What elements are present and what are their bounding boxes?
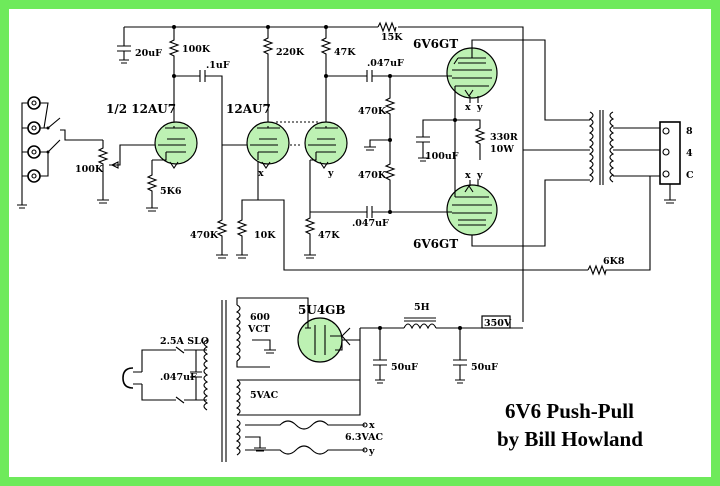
label-470k-grid: 470K: [190, 230, 219, 241]
heater-x-supply: x: [369, 420, 375, 431]
label-fuse: 2.5A SLO: [160, 336, 209, 347]
resistor-47k-top: [320, 27, 332, 126]
resistor-10k: [236, 150, 259, 259]
label-6k8: 6K8: [603, 256, 625, 267]
label-10k: 10K: [254, 230, 276, 241]
input-jacks: [17, 96, 49, 209]
b-plus-supply-line: [342, 327, 523, 341]
heater-x-bottom: x: [465, 170, 471, 181]
label-047uf-primary: .047uF: [160, 372, 197, 383]
capacitor-50uf-b: [453, 328, 467, 384]
choke-5h: [403, 317, 437, 330]
heater-y-12au7: y: [327, 168, 334, 179]
label-470k-mid2: 470K: [358, 170, 387, 181]
heater-y-bottom: y: [476, 170, 483, 181]
tube-6v6gt-top: [446, 47, 498, 103]
label-100k-plate: 100K: [182, 44, 211, 55]
label-50uf-a: 50uF: [391, 362, 418, 373]
label-47k-top: 47K: [334, 47, 356, 58]
label-ht-600: 600: [250, 312, 270, 323]
capacitor-20uf: [117, 27, 131, 64]
label-b-plus: 350V: [484, 318, 512, 329]
capacitor-047uf-top: [326, 70, 447, 82]
heater-x-top: x: [465, 102, 471, 113]
label-100uf: 100uF: [425, 151, 459, 162]
output-transformer: [471, 39, 660, 247]
speaker-tap-4: 4: [686, 148, 693, 159]
resistor-220k: [262, 27, 274, 126]
capacitor-047uf-bottom: [310, 206, 447, 218]
speaker-tap-c: C: [686, 170, 694, 181]
label-470k-mid1: 470K: [358, 106, 387, 117]
capacitor-0-1uf: [174, 70, 223, 213]
resistor-330r: [455, 119, 486, 160]
label-50uf-b: 50uF: [471, 362, 498, 373]
label-0-1uf: .1uF: [206, 60, 230, 71]
heater-y-supply: y: [368, 446, 375, 457]
resistor-5k6: [146, 160, 158, 212]
resistor-470k-mid1: [384, 76, 396, 140]
label-047uf-bottom: .047uF: [352, 218, 389, 229]
label-220k: 220K: [276, 47, 305, 58]
label-tube-6v6gt-bottom: 6V6GT: [413, 237, 458, 251]
volume-pot-100k: [97, 140, 109, 204]
tube-12au7-a: [246, 121, 290, 169]
label-15k: 15K: [381, 32, 403, 43]
label-6-3vac: 6.3VAC: [345, 432, 384, 443]
label-tube-12au7: 12AU7: [226, 102, 271, 116]
label-vct: VCT: [247, 324, 270, 335]
label-choke: 5H: [414, 302, 430, 313]
capacitor-047uf-primary: [190, 350, 202, 400]
schematic-title-line1: 6V6 Push-Pull: [505, 399, 634, 423]
label-tube-5u4gb: 5U4GB: [298, 303, 346, 317]
tube-12au7-b: [304, 121, 348, 169]
label-5vac: 5VAC: [250, 390, 279, 401]
label-47k-bottom: 47K: [318, 230, 340, 241]
heater-y-top: y: [476, 102, 483, 113]
speaker-tap-8: 8: [686, 126, 693, 137]
b-plus-voltage-box: [481, 315, 511, 329]
label-330r: 330R: [490, 132, 518, 143]
mains-plug: [122, 367, 142, 389]
resistor-470k-grid: [216, 213, 228, 259]
label-330r-watt: 10W: [490, 144, 514, 155]
resistor-6k8: [587, 176, 651, 276]
schematic-title-line2: by Bill Howland: [497, 427, 643, 451]
tube-5u4gb: [297, 310, 351, 363]
b-plus-rail: [124, 26, 524, 322]
tube-6v6gt-bottom: [446, 180, 498, 240]
label-tube-6v6gt-top: 6V6GT: [413, 37, 458, 51]
label-20uf: 20uF: [135, 48, 162, 59]
resistor-100k-plate: [168, 27, 180, 126]
tube-12au7-half: [152, 121, 198, 169]
heater-twisted-pair: [245, 420, 365, 455]
label-100k-pot: 100K: [75, 164, 104, 175]
resistor-15k: [377, 21, 397, 33]
input-selector-switch: [47, 117, 95, 153]
resistor-47k-bottom: [304, 160, 316, 259]
resistor-470k-mid2: [384, 140, 396, 212]
label-047uf-top: .047uF: [367, 58, 404, 69]
label-tube-12au7-half: 1/2 12AU7: [106, 102, 176, 116]
speaker-terminal-block: [659, 121, 681, 204]
heater-x-12au7: x: [258, 168, 264, 179]
capacitor-100uf: [416, 119, 455, 162]
label-5k6: 5K6: [160, 186, 182, 197]
capacitor-50uf-a: [373, 328, 387, 384]
power-transformer: [203, 297, 361, 462]
